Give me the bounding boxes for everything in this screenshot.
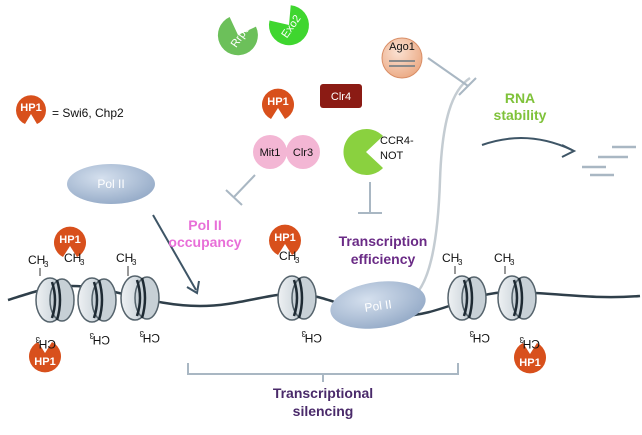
transcription-efficiency-label-line2: efficiency — [351, 251, 416, 267]
transcriptional-silencing-label-line1: Transcriptional — [273, 385, 373, 401]
svg-text:HP1: HP1 — [274, 232, 295, 244]
ch3-mark-inverted: CH 3 — [519, 335, 540, 351]
svg-text:3: 3 — [519, 335, 524, 344]
inhibition-arrow — [225, 174, 256, 206]
pol2-complex: Pol II — [67, 164, 155, 204]
svg-text:NOT: NOT — [380, 150, 404, 162]
ago1-protein: Ago1 — [381, 37, 423, 79]
ch3-mark-inverted: CH 3 — [469, 329, 490, 345]
ch3-mark: CH — [279, 249, 296, 263]
svg-text:HP1: HP1 — [519, 357, 540, 369]
inhibition-arrow — [427, 57, 477, 96]
ch3-mark: CH 3 — [494, 251, 515, 274]
hp1-protein: HP1 — [269, 224, 301, 255]
svg-text:3: 3 — [35, 335, 40, 344]
svg-text:CH: CH — [39, 337, 56, 351]
ch3-mark-inverted: CH 3 — [89, 331, 110, 347]
transcriptional-silencing-label-line2: silencing — [293, 403, 354, 419]
svg-text:3: 3 — [469, 329, 474, 338]
svg-text:3: 3 — [295, 256, 300, 265]
svg-text:CH: CH — [305, 331, 322, 345]
svg-text:HP1: HP1 — [34, 356, 55, 368]
svg-text:HP1: HP1 — [59, 234, 80, 246]
ch3-mark: CH 3 — [28, 253, 49, 276]
svg-text:CH: CH — [494, 251, 511, 265]
svg-text:CH: CH — [143, 331, 160, 345]
clr4-protein: Clr4 — [320, 84, 362, 108]
svg-text:CH: CH — [442, 251, 459, 265]
transcription-efficiency-label-line1: Transcription — [339, 233, 428, 249]
hp1-protein: HP1 — [54, 226, 86, 257]
svg-text:Pol II: Pol II — [364, 297, 393, 315]
rna-degradation-arrow — [481, 137, 577, 158]
svg-text:3: 3 — [301, 329, 306, 338]
svg-text:3: 3 — [89, 331, 94, 340]
nucleosome — [120, 275, 160, 321]
svg-text:CH: CH — [116, 251, 133, 265]
ch3-mark-inverted: CH 3 — [139, 329, 160, 345]
svg-text:Clr4: Clr4 — [331, 91, 351, 103]
exo2-protein: Exo2 — [268, 5, 309, 46]
rna-stability-label-line1: RNA — [505, 90, 535, 106]
svg-text:Mit1: Mit1 — [260, 147, 281, 159]
svg-text:3: 3 — [44, 260, 49, 269]
nascent-rna — [407, 76, 471, 302]
nucleosome — [277, 275, 317, 321]
svg-text:CH: CH — [473, 331, 490, 345]
hp1-legend-definition: = Swi6, Chp2 — [52, 106, 124, 120]
pol2-recruit-arrow — [152, 214, 200, 295]
pol2-occupancy-label-line1: Pol II — [188, 217, 221, 233]
mit1-protein: Mit1 — [253, 135, 287, 169]
hp1-protein: HP1 — [514, 343, 546, 374]
svg-text:3: 3 — [80, 258, 85, 267]
svg-text:Clr3: Clr3 — [293, 147, 313, 159]
nucleosome — [77, 277, 117, 323]
pol2-complex-bound: Pol II — [330, 281, 426, 329]
svg-text:HP1: HP1 — [20, 102, 41, 114]
ch3-mark: CH 3 — [442, 251, 463, 274]
rna-stability-label-line2: stability — [494, 107, 547, 123]
silencing-bracket — [187, 363, 459, 382]
hp1-protein: HP1 — [262, 88, 294, 119]
svg-text:3: 3 — [510, 258, 515, 267]
svg-text:CH: CH — [93, 333, 110, 347]
ch3-mark: CH 3 — [116, 251, 137, 276]
ch3-mark-inverted: CH 3 — [301, 329, 322, 345]
svg-text:HP1: HP1 — [267, 96, 288, 108]
hp1-protein: HP1 — [29, 342, 62, 373]
inhibition-arrow — [358, 182, 382, 214]
ch3-mark: CH — [64, 251, 81, 265]
clr3-protein: Clr3 — [286, 135, 320, 169]
ch3-mark-inverted: CH 3 — [35, 335, 56, 351]
svg-text:CH: CH — [523, 337, 540, 351]
hp1-protein: HP1 — [16, 95, 47, 124]
svg-text:3: 3 — [139, 329, 144, 338]
nucleosome — [497, 275, 537, 321]
pol2-occupancy-label-line2: occupancy — [168, 234, 241, 250]
svg-text:Pol II: Pol II — [97, 177, 124, 191]
rrp6-protein: Rrp6 — [217, 17, 258, 56]
rna-fragments — [582, 145, 636, 177]
svg-text:3: 3 — [458, 258, 463, 267]
svg-text:CCR4-: CCR4- — [380, 135, 414, 147]
ccr4-not-protein: CCR4- NOT — [343, 129, 414, 176]
svg-text:CH: CH — [28, 253, 45, 267]
nucleosome — [447, 275, 487, 321]
nucleosome — [35, 277, 75, 323]
svg-text:Ago1: Ago1 — [389, 41, 415, 53]
svg-text:3: 3 — [132, 258, 137, 267]
